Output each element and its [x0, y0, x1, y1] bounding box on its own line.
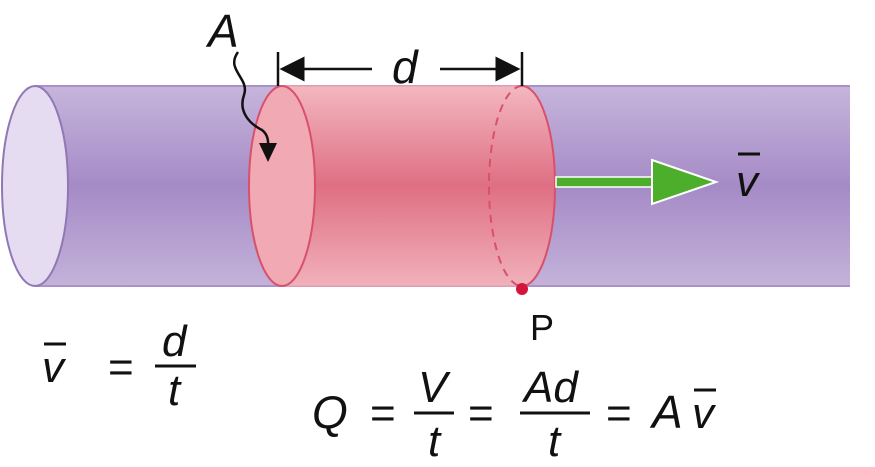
flow-eq-q: Q	[312, 386, 348, 438]
flow-eq-frac1-den: t	[428, 417, 442, 466]
point-p-marker	[516, 283, 528, 295]
flow-eq-equals-2: =	[468, 389, 494, 438]
area-label: A	[205, 5, 239, 57]
flow-rate-equation: Q = V t = Ad t = A v	[312, 363, 717, 466]
velocity-eq-denominator: t	[168, 366, 182, 415]
area-pointer	[232, 51, 270, 153]
velocity-equation: v = d t	[42, 317, 196, 415]
flow-eq-rhs-v: v	[692, 389, 717, 438]
segment-right-front-edge	[521, 85, 556, 287]
point-p-label: P	[530, 307, 554, 348]
fluid-segment	[248, 85, 556, 287]
distance-dimension	[276, 52, 524, 86]
area-pointer-head	[259, 143, 277, 162]
velocity-label: v	[736, 157, 761, 206]
velocity-eq-numerator: d	[162, 317, 188, 366]
flow-eq-frac1-num: V	[418, 363, 451, 412]
velocity-arrow	[555, 158, 720, 206]
flow-eq-rhs-a: A	[649, 386, 683, 438]
flow-eq-frac2-den: t	[548, 417, 562, 466]
flow-eq-equals-1: =	[370, 389, 396, 438]
distance-label: d	[392, 41, 419, 93]
velocity-eq-equals: =	[108, 343, 134, 392]
segment-right-hidden-edge	[488, 85, 523, 287]
velocity-eq-lhs: v	[42, 343, 67, 392]
flow-eq-frac2-num: Ad	[521, 363, 579, 412]
pipe-left-opening	[1, 85, 69, 287]
cross-section-area	[248, 85, 316, 287]
flow-eq-equals-3: =	[606, 389, 632, 438]
